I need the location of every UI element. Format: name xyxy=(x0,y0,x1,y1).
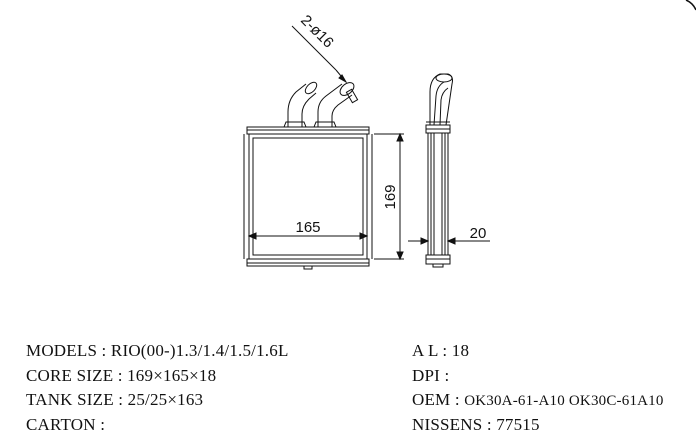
thickness-dimension-label: 20 xyxy=(470,225,487,242)
spec-tank-size-value: 25/25×163 xyxy=(127,390,204,409)
spec-tank-size-label: TANK SIZE : xyxy=(26,390,124,409)
corner-arc xyxy=(685,0,696,11)
spec-nissens-value: 77515 xyxy=(496,415,540,434)
spec-models-label: MODELS : xyxy=(26,341,107,360)
spec-oem-label: OEM : xyxy=(412,390,460,409)
spec-nissens-label: NISSENS : xyxy=(412,415,492,434)
spec-models: MODELS : RIO(00-)1.3/1.4/1.5/1.6L xyxy=(26,341,289,361)
pipe-dimension-label: 2-ø16 xyxy=(297,12,337,52)
spec-oem-value: OK30A-61-A10 OK30C-61A10 xyxy=(464,393,664,409)
side-view xyxy=(425,73,453,268)
pipe-dimension xyxy=(291,25,348,84)
spec-nissens: NISSENS : 77515 xyxy=(412,415,540,435)
spec-core-size: CORE SIZE : 169×165×18 xyxy=(26,366,216,386)
spec-carton-label: CARTON : xyxy=(26,415,106,434)
spec-dpi-label: DPI : xyxy=(412,366,450,385)
spec-al-value: 18 xyxy=(451,341,470,360)
thickness-dimension xyxy=(408,237,490,245)
height-dimension xyxy=(374,132,404,261)
spec-al-label: A L : xyxy=(412,341,448,360)
spec-tank-size: TANK SIZE : 25/25×163 xyxy=(26,390,203,410)
width-dimension-label: 165 xyxy=(295,219,320,236)
spec-core-size-value: 169×165×18 xyxy=(127,366,217,385)
spec-al: A L : 18 xyxy=(412,341,469,361)
spec-dpi: DPI : xyxy=(412,366,449,386)
spec-oem: OEM : OK30A-61-A10 OK30C-61A10 xyxy=(412,390,664,411)
height-dimension-label: 169 xyxy=(382,184,399,209)
width-dimension xyxy=(247,232,369,240)
spec-carton: CARTON : xyxy=(26,415,105,435)
front-view xyxy=(243,81,373,270)
spec-models-value: RIO(00-)1.3/1.4/1.5/1.6L xyxy=(110,341,289,360)
spec-core-size-label: CORE SIZE : xyxy=(26,366,123,385)
